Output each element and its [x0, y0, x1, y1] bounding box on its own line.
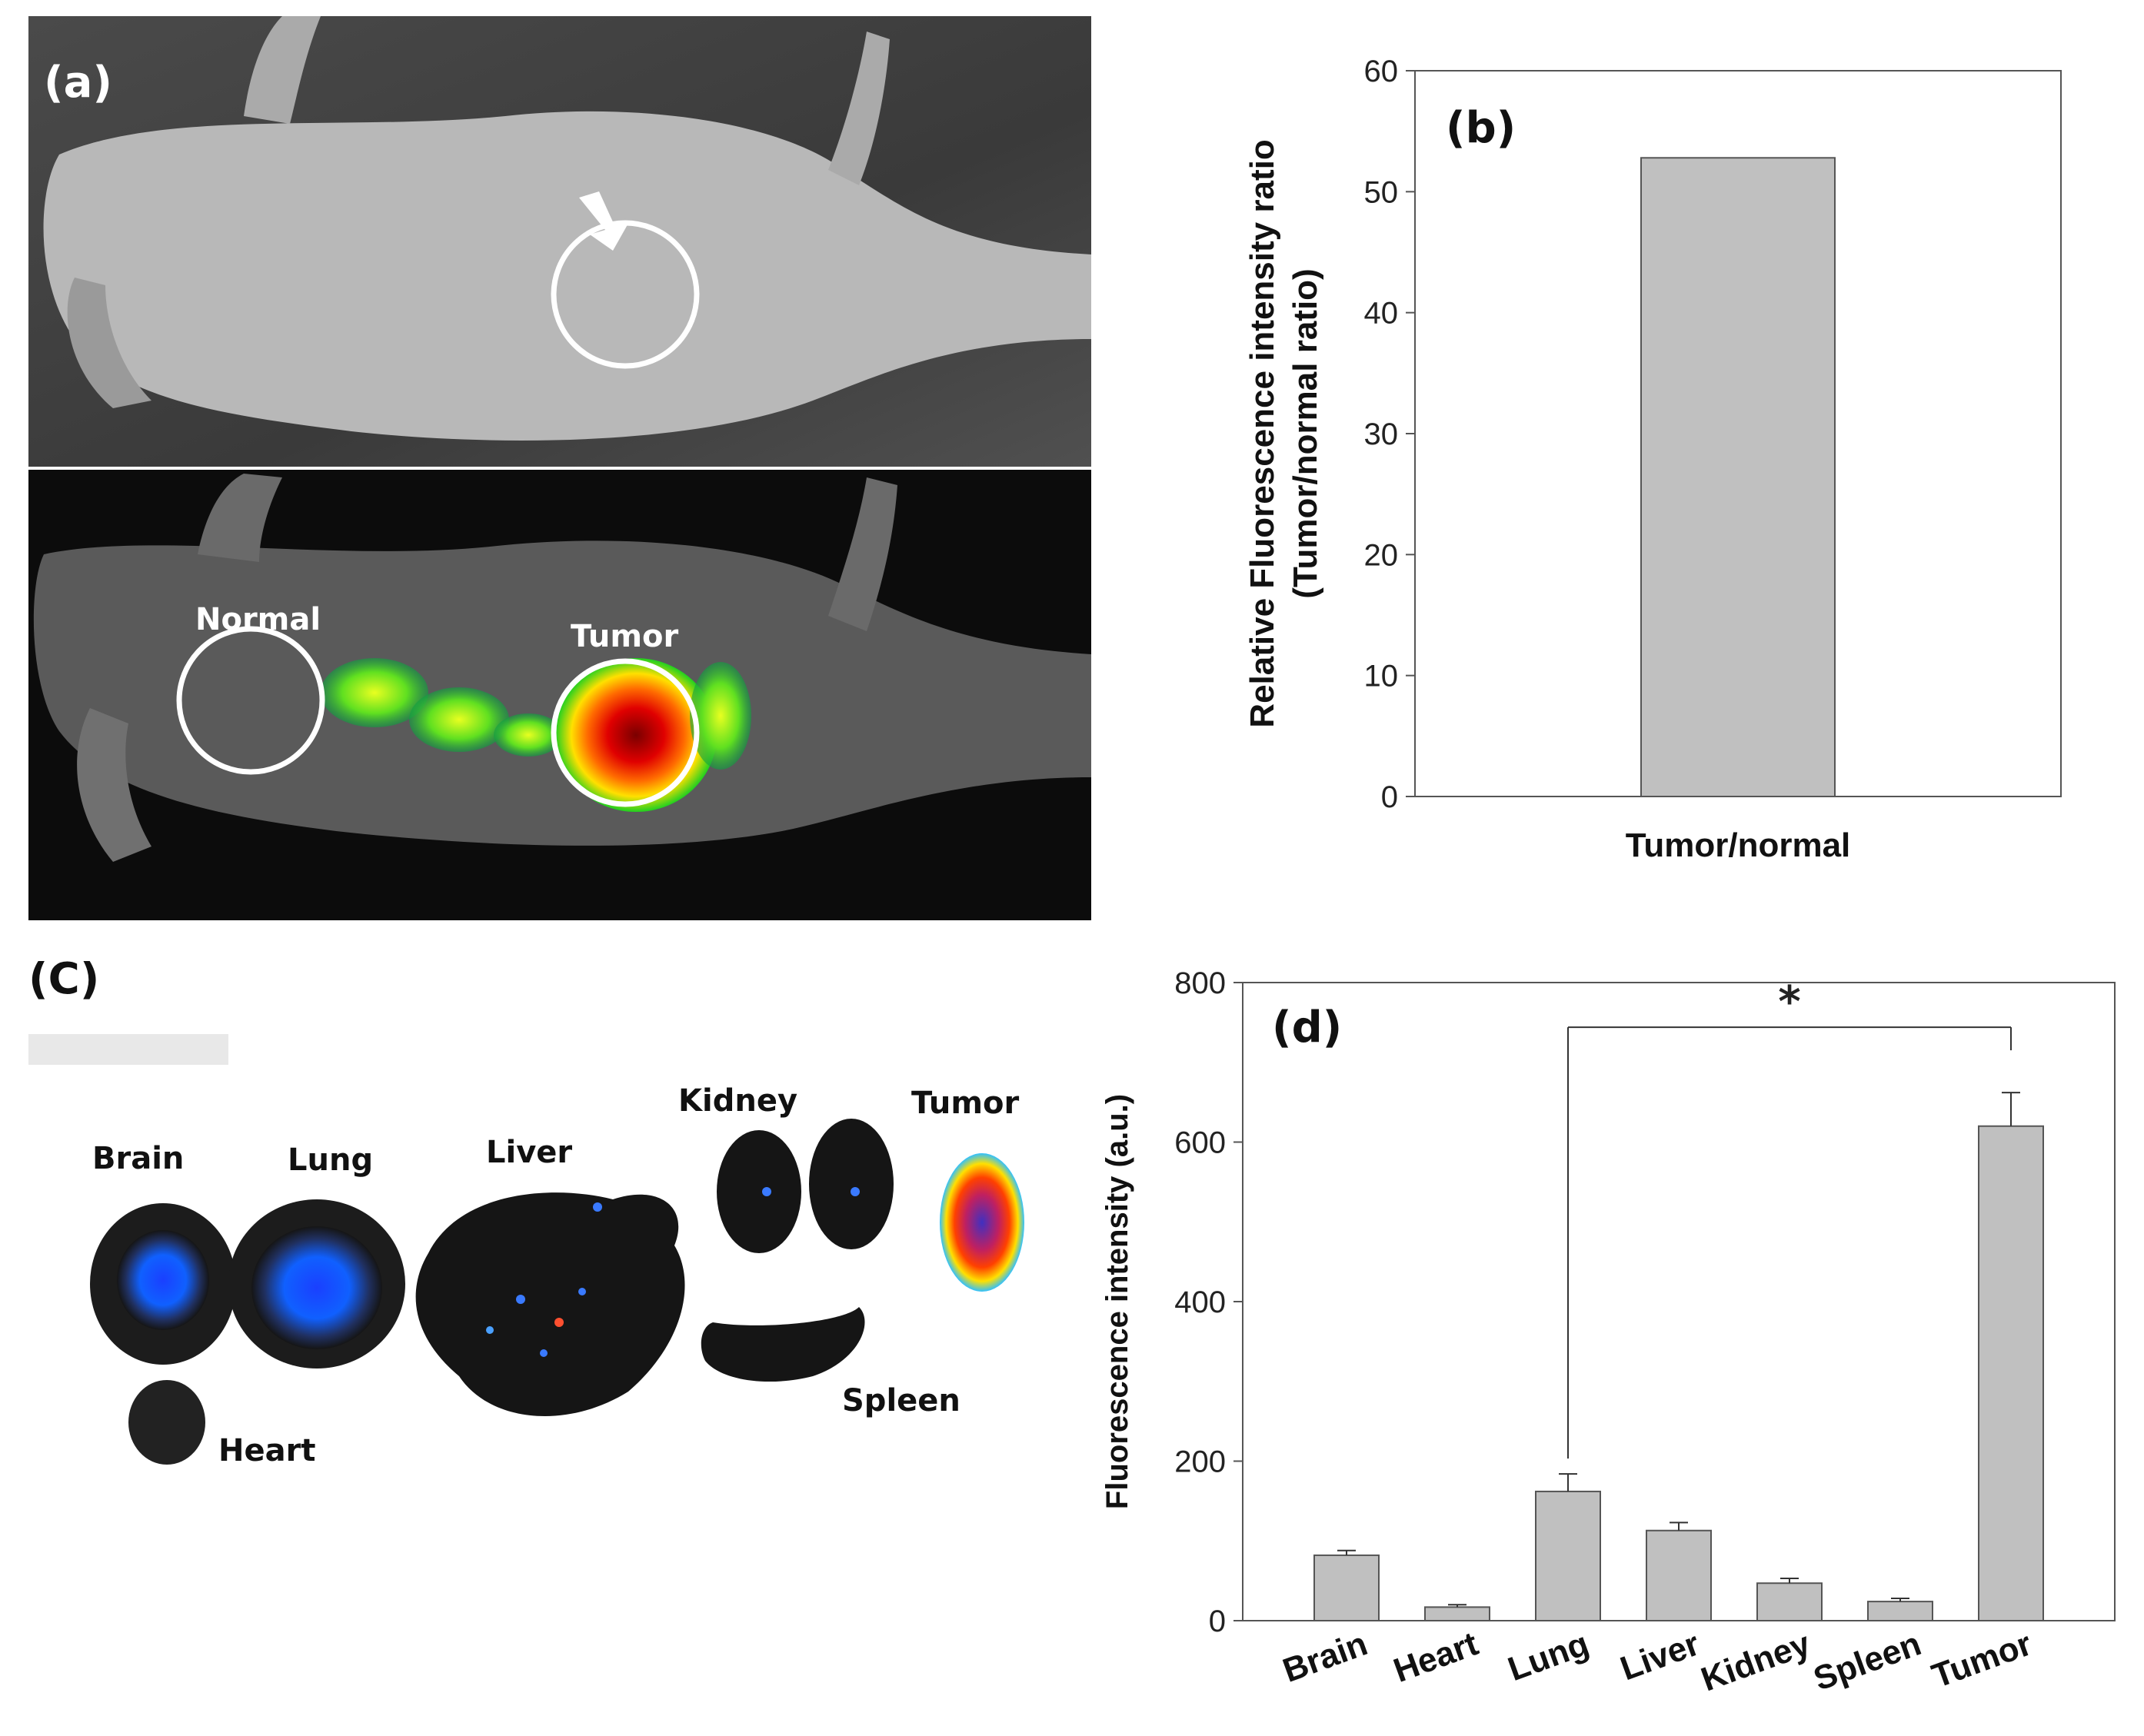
chart-b-bars	[1640, 157, 1836, 797]
chart-d-ytick-label: 200	[1174, 1445, 1226, 1479]
chart-b-ytick-label: 60	[1364, 55, 1399, 88]
organ-label-spleen: Spleen	[842, 1383, 960, 1418]
chart-d-bar	[1756, 1582, 1823, 1621]
chart-d-category-label: Kidney	[1696, 1625, 1816, 1698]
chart-b-bar	[1640, 157, 1836, 797]
chart-d-bar	[1646, 1529, 1712, 1622]
mouse-images-svg: Normal Tumor (a)	[28, 16, 1091, 920]
chart-d-category-label: Tumor	[1927, 1625, 2036, 1695]
chart-b-ytick-label: 0	[1381, 780, 1398, 814]
chart-d-ytick-label: 400	[1174, 1285, 1226, 1319]
chart-b-ylabel-line2: (Tumor/normal ratio)	[1287, 268, 1324, 598]
organ-label-lung: Lung	[288, 1142, 373, 1178]
chart-d-ticks: 0 200 400 600 800	[1174, 966, 1243, 1638]
chart-d-category-label: Spleen	[1809, 1625, 1926, 1698]
chart-b-category-label: Tumor/normal	[1626, 826, 1851, 864]
organ-image-svg: (C) Brain Lung Liver Kidney Tumor Heart …	[28, 961, 1074, 1495]
chart-d-category-label: Lung	[1503, 1625, 1594, 1688]
significance-marker: *	[1778, 977, 1800, 1027]
bottom-photo: Normal Tumor	[28, 470, 1091, 920]
chart-d-bar	[1978, 1125, 2044, 1621]
chart-d-frame	[1242, 982, 2116, 1621]
organ-label-brain: Brain	[92, 1141, 184, 1176]
chart-b-frame	[1414, 70, 2062, 797]
chart-b-svg: 0 10 20 30 40 50 60 (b) Relative Fluorescence …	[1243, 55, 2062, 864]
chart-d-bar	[1535, 1490, 1601, 1621]
organ-label-tumor: Tumor	[911, 1086, 1020, 1121]
chart-d-ylabel: Fluorescence intensity (a.u.)	[1100, 1094, 1134, 1509]
chart-d-bar	[1424, 1606, 1490, 1621]
chart-d-category-label: Brain	[1278, 1625, 1372, 1690]
chart-b-ytick-label: 30	[1364, 417, 1399, 451]
normal-region-label: Normal	[195, 602, 321, 637]
chart-d-significance: *	[1567, 977, 2012, 1459]
chart-d-category-label: Liver	[1616, 1625, 1705, 1688]
organ-label-kidney: Kidney	[678, 1083, 797, 1119]
panel-b-label: (b)	[1446, 103, 1516, 153]
chart-d-category-label: Heart	[1389, 1625, 1483, 1690]
chart-d-bars	[1313, 1092, 2044, 1622]
chart-d-ytick-label: 600	[1174, 1126, 1226, 1160]
chart-b-ytick-label: 20	[1364, 538, 1399, 572]
organ-label-heart: Heart	[218, 1433, 315, 1468]
chart-d-bar	[1867, 1601, 1933, 1621]
chart-d-bar	[1313, 1554, 1380, 1621]
chart-d-ytick-label: 0	[1209, 1605, 1226, 1638]
chart-b-ylabel: Relative Fluorescence intensity ratio	[1243, 139, 1281, 727]
panel-c-organ-image: (C) Brain Lung Liver Kidney Tumor Heart …	[28, 961, 1074, 1499]
panel-c-label: (C)	[28, 961, 99, 1004]
panel-a-label: (a)	[44, 58, 112, 108]
chart-b-ticks: 0 10 20 30 40 50 60	[1364, 55, 1415, 814]
organ-label-liver: Liver	[486, 1135, 572, 1170]
chart-b-ytick-label: 40	[1364, 297, 1399, 331]
panel-a-mouse-images: Normal Tumor (a)	[28, 16, 1091, 920]
top-photo	[28, 16, 1091, 467]
chart-b-ytick-label: 50	[1364, 175, 1399, 209]
panel-d-label: (d)	[1272, 1003, 1342, 1053]
chart-b-ytick-label: 10	[1364, 660, 1399, 693]
tumor-region-label: Tumor	[571, 619, 679, 654]
panel-b-chart: 0 10 20 30 40 50 60 (b) Relative Fluorescence …	[1223, 46, 2092, 876]
chart-d-ytick-label: 800	[1174, 966, 1226, 1000]
chart-d-svg: 0 200 400 600 800 Brain Heart Lung LiverKidneyS…	[1100, 966, 2116, 1699]
